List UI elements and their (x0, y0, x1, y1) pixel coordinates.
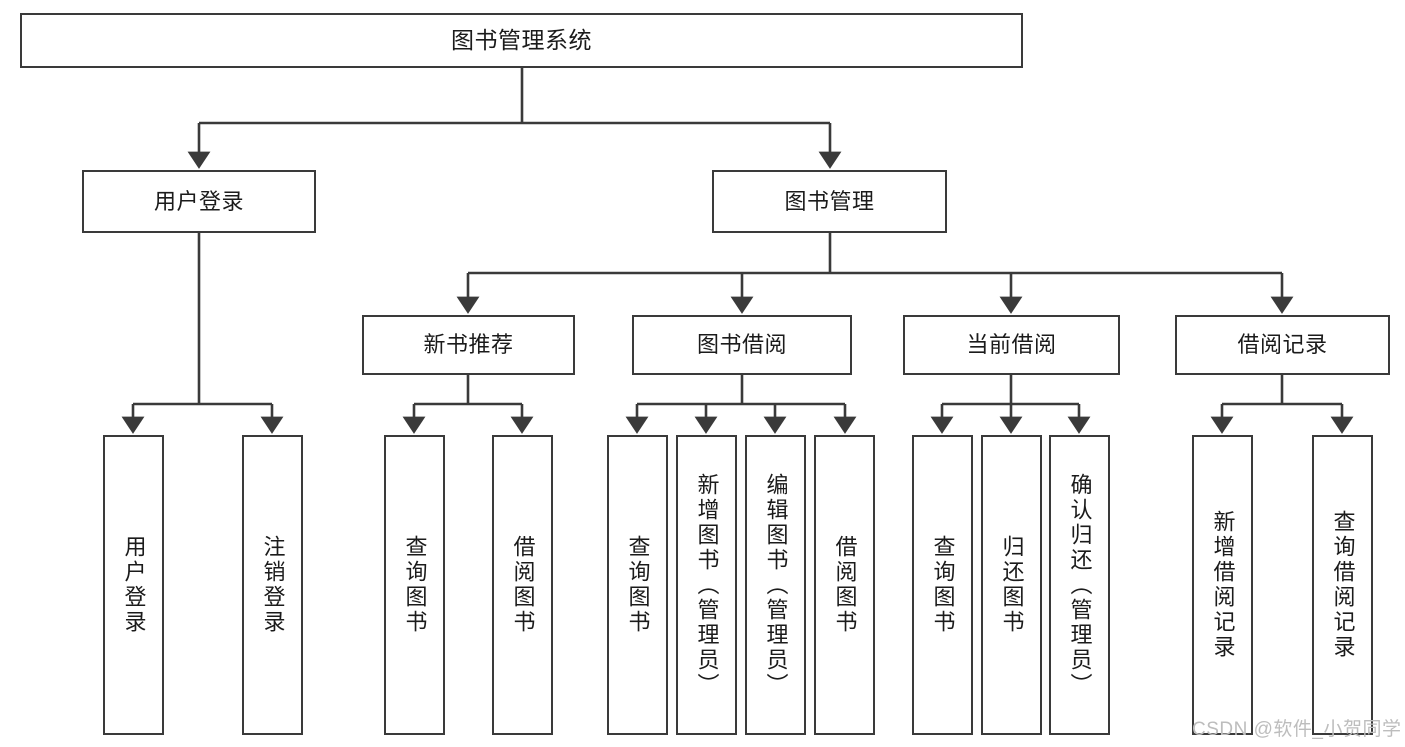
leaf-label: 新增图书（管理员） (694, 472, 720, 698)
leaf-edit-book-admin[interactable]: 编辑图书（管理员） (745, 435, 806, 735)
leaf-label: 新增借阅记录 (1210, 510, 1236, 660)
leaf-label: 确认归还（管理员） (1067, 472, 1093, 698)
node-book-management-system[interactable]: 图书管理系统 (20, 13, 1023, 68)
leaf-label: 注销登录 (260, 535, 286, 635)
leaf-add-borrow-record[interactable]: 新增借阅记录 (1192, 435, 1253, 735)
node-label: 图书管理 (784, 188, 875, 214)
leaf-query-book-current[interactable]: 查询图书 (912, 435, 973, 735)
node-label: 新书推荐 (423, 332, 514, 358)
leaf-borrow-book-new[interactable]: 借阅图书 (492, 435, 553, 735)
node-book-management[interactable]: 图书管理 (712, 170, 947, 233)
node-new-book-recommendation[interactable]: 新书推荐 (362, 315, 575, 375)
node-current-borrowing[interactable]: 当前借阅 (903, 315, 1120, 375)
leaf-borrow-book[interactable]: 借阅图书 (814, 435, 875, 735)
leaf-query-borrow-record[interactable]: 查询借阅记录 (1312, 435, 1373, 735)
node-user-login[interactable]: 用户登录 (82, 170, 316, 233)
leaf-user-login[interactable]: 用户登录 (103, 435, 164, 735)
leaf-label: 借阅图书 (832, 535, 858, 635)
leaf-add-book-admin[interactable]: 新增图书（管理员） (676, 435, 737, 735)
leaf-label: 用户登录 (121, 535, 147, 635)
node-label: 用户登录 (153, 188, 244, 214)
leaf-confirm-return-admin[interactable]: 确认归还（管理员） (1049, 435, 1110, 735)
leaf-logout-login[interactable]: 注销登录 (242, 435, 303, 735)
leaf-label: 借阅图书 (510, 535, 536, 635)
leaf-label: 归还图书 (999, 535, 1025, 635)
leaf-label: 查询图书 (930, 535, 956, 635)
leaf-label: 编辑图书（管理员） (763, 472, 789, 698)
leaf-label: 查询借阅记录 (1330, 510, 1356, 660)
leaf-label: 查询图书 (625, 535, 651, 635)
node-label: 图书借阅 (696, 332, 787, 358)
node-label: 当前借阅 (966, 332, 1057, 358)
node-borrowing-record[interactable]: 借阅记录 (1175, 315, 1390, 375)
node-book-borrowing[interactable]: 图书借阅 (632, 315, 852, 375)
leaf-label: 查询图书 (402, 535, 428, 635)
leaf-query-book-borrow[interactable]: 查询图书 (607, 435, 668, 735)
node-label: 图书管理系统 (451, 27, 592, 54)
leaf-return-book[interactable]: 归还图书 (981, 435, 1042, 735)
leaf-query-book-new[interactable]: 查询图书 (384, 435, 445, 735)
node-label: 借阅记录 (1237, 332, 1328, 358)
